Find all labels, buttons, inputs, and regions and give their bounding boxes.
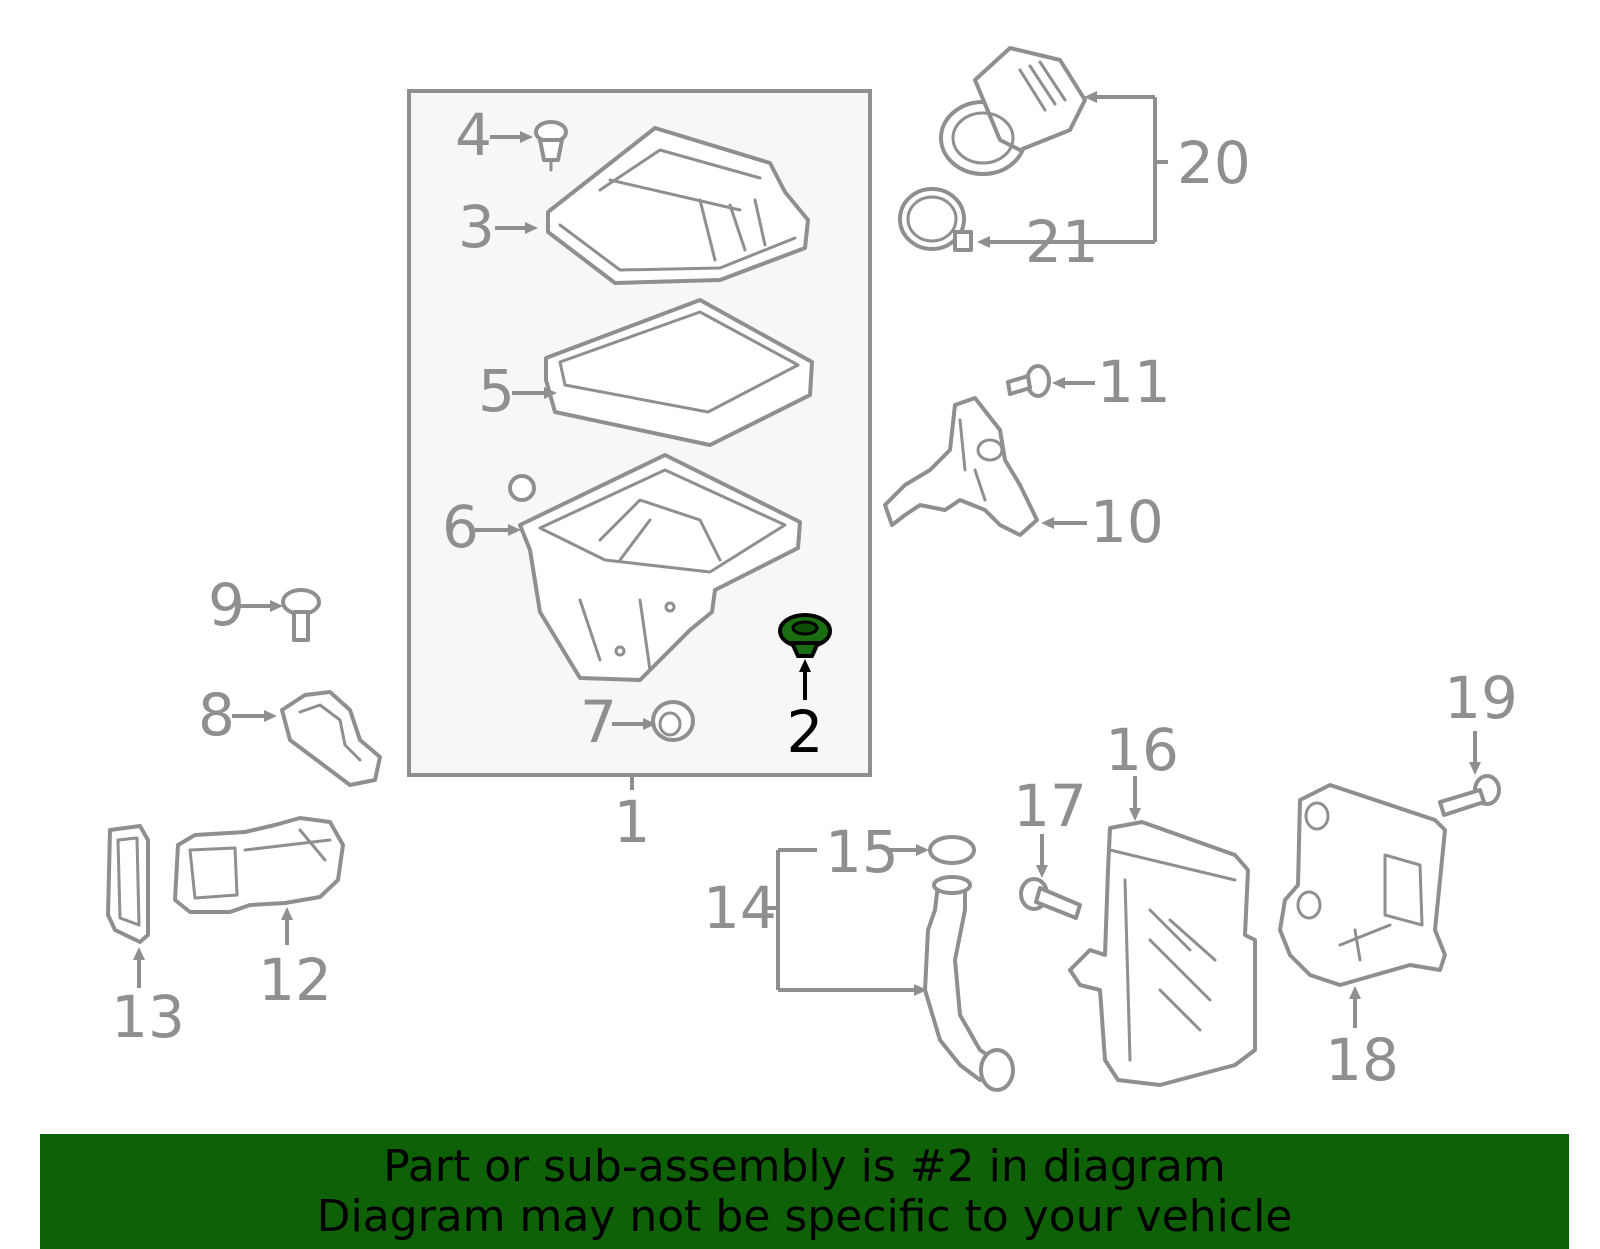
part-21-clamp[interactable] [898,187,973,252]
part-7-bushing[interactable] [651,700,695,742]
arrow-18 [1349,986,1361,999]
arrow-16 [1129,808,1141,821]
callout-10[interactable]: 10 [1090,488,1164,556]
callout-21[interactable]: 21 [1025,208,1099,276]
arrow-21 [977,236,990,248]
arrow-20 [1084,91,1097,103]
callout-13[interactable]: 13 [111,983,185,1051]
callout-19[interactable]: 19 [1444,664,1518,732]
arrow-8 [264,710,277,722]
part-19-bolt[interactable] [1438,774,1501,817]
callout-9[interactable]: 9 [208,571,245,639]
callout-17[interactable]: 17 [1013,772,1087,840]
part-9-bolt[interactable] [281,588,321,642]
callout-6[interactable]: 6 [442,493,479,561]
arrow-4 [520,131,533,143]
callout-18[interactable]: 18 [1325,1026,1399,1094]
callout-8[interactable]: 8 [198,681,235,749]
arrow-19 [1469,762,1481,775]
part-8-bracket[interactable] [280,690,382,787]
part-3-cover[interactable] [546,126,810,285]
part-16-housing[interactable] [1068,820,1257,1087]
part-4-screw[interactable] [534,120,568,172]
arrow-7 [643,718,656,730]
arrow-12 [281,907,293,920]
arrow-13 [133,947,145,960]
arrow-9 [270,600,283,612]
arrow-2 [799,659,811,672]
arrow-17 [1036,865,1048,878]
callout-12[interactable]: 12 [258,946,332,1014]
arrow-10 [1041,517,1054,529]
callout-15[interactable]: 15 [825,818,899,886]
callout-20[interactable]: 20 [1177,129,1251,197]
banner-line-2: Diagram may not be specific to your vehi… [316,1190,1293,1242]
part-15-oring[interactable] [928,835,976,865]
callout-7[interactable]: 7 [580,688,617,756]
callout-11[interactable]: 11 [1097,348,1171,416]
callout-5[interactable]: 5 [478,357,515,425]
part-5-filter[interactable] [544,298,814,447]
part-12-inlet[interactable] [173,816,345,914]
info-banner: Part or sub-assembly is #2 in diagram Di… [40,1134,1569,1249]
callout-4[interactable]: 4 [455,101,492,169]
arrow-11 [1052,377,1065,389]
part-17-bolt[interactable] [1019,877,1082,920]
part-10-sensor[interactable] [883,396,1039,537]
arrow-15 [916,844,929,856]
callout-3[interactable]: 3 [458,193,495,261]
callout-16[interactable]: 16 [1105,716,1179,784]
part-6-housing[interactable] [508,453,802,682]
banner-line-1: Part or sub-assembly is #2 in diagram [383,1140,1226,1192]
part-2-grommet[interactable] [778,613,832,658]
part-11-bolt[interactable] [1006,364,1051,398]
part-13-seal[interactable] [106,824,150,944]
arrow-6 [508,524,521,536]
part-20-duct[interactable] [939,46,1087,176]
arrow-5 [544,387,557,399]
part-14-hose[interactable] [923,875,1015,1092]
arrow-14 [914,984,927,996]
part-18-cover[interactable] [1278,783,1447,987]
callout-1[interactable]: 1 [614,788,651,856]
callout-2[interactable]: 2 [787,698,824,766]
arrow-3 [525,222,538,234]
callout-14[interactable]: 14 [703,874,777,942]
